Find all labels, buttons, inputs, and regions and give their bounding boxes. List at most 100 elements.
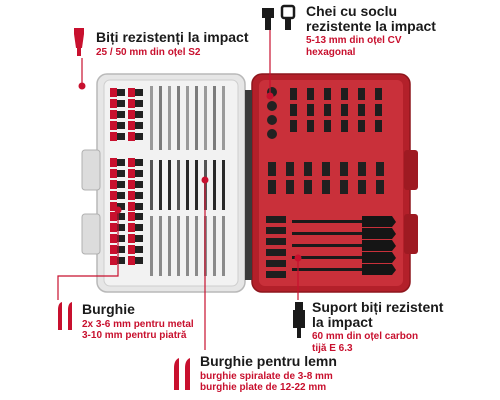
case-left-half — [81, 73, 246, 293]
impact-bits-left — [110, 88, 143, 265]
drill-rod-lower — [195, 216, 198, 276]
bit-black — [307, 120, 314, 132]
bit-shank — [117, 170, 125, 177]
bit-black — [324, 120, 331, 132]
callout-wood-drills: Burghie pentru lemn burghie spiralate de… — [200, 354, 337, 394]
bit-shank — [135, 224, 143, 231]
bit-lower — [266, 216, 286, 223]
bit-shank — [117, 111, 125, 118]
drill-rod-lower — [150, 216, 153, 276]
callout-socket-keys: Chei cu soclu rezistente la impact 5-13 … — [306, 4, 436, 58]
wood-drill-rod — [186, 160, 189, 210]
flat-drill-blade — [362, 228, 396, 239]
bit-shank — [135, 235, 143, 242]
bit-shank — [135, 246, 143, 253]
bit-collar — [110, 110, 117, 119]
socket-icon — [260, 4, 300, 39]
bit-black — [307, 104, 314, 116]
bit-shank — [117, 192, 125, 199]
bit-shank — [117, 257, 125, 264]
socket — [267, 129, 277, 139]
bit-mid — [268, 162, 276, 176]
bit-collar — [110, 169, 117, 178]
bit-collar — [128, 212, 135, 221]
bit-collar — [110, 202, 117, 211]
drill-rod-lower — [222, 216, 225, 276]
bit-collar — [128, 158, 135, 167]
bit-collar — [110, 132, 117, 141]
bit-lower — [266, 227, 286, 234]
bit-mid — [304, 162, 312, 176]
bit-shank — [117, 133, 125, 140]
bit-collar — [128, 234, 135, 243]
impact-bits-title: Biți rezistenți la impact — [96, 29, 249, 45]
wood-drills-spec-1: burghie spiralate de 3-8 mm — [200, 370, 333, 382]
bit-shank — [117, 122, 125, 129]
wood-drill-rod — [168, 160, 171, 210]
drill-rod — [204, 86, 207, 150]
bit-black — [375, 104, 382, 116]
bit-black — [307, 88, 314, 100]
leader-lines — [57, 28, 299, 350]
bit-black — [341, 120, 348, 132]
bit-black — [341, 88, 348, 100]
flat-drill-shank — [292, 268, 362, 271]
socket — [267, 101, 277, 111]
bit-holder-spec-1: 60 mm din oțel carbon — [312, 331, 419, 343]
drill-rod — [213, 86, 216, 150]
bit-shank — [117, 246, 125, 253]
bit-lower — [266, 271, 286, 278]
bit-shank — [135, 159, 143, 166]
bit-shank — [117, 159, 125, 166]
bit-collar — [110, 191, 117, 200]
flat-drill-blade — [362, 264, 396, 275]
wood-drill-rod — [177, 160, 180, 210]
flat-drill-blade — [362, 252, 396, 263]
bit-collar — [110, 212, 117, 221]
bit-collar — [128, 110, 135, 119]
bit-mid — [340, 180, 348, 194]
flat-drill-shank — [292, 220, 362, 223]
bit-collar — [128, 191, 135, 200]
leader-dots — [78, 82, 302, 262]
drill-rod — [177, 86, 180, 150]
bit-mid — [358, 162, 366, 176]
bit-collar — [128, 169, 135, 178]
bit-shank — [135, 133, 143, 140]
bit-shank — [135, 203, 143, 210]
bit-collar — [128, 256, 135, 265]
bit-mid — [286, 162, 294, 176]
bit-collar — [110, 99, 117, 108]
wood-drill-rod — [213, 160, 216, 210]
bit-mid — [286, 180, 294, 194]
bit-shank — [117, 203, 125, 210]
drill-rod-lower — [159, 216, 162, 276]
bit-black — [324, 88, 331, 100]
wood-drills-title: Burghie pentru lemn — [200, 353, 337, 369]
flat-drill-blade — [362, 240, 396, 251]
bit-mid — [376, 180, 384, 194]
drills-title: Burghie — [82, 301, 135, 317]
drill-rod-lower — [168, 216, 171, 276]
bit-black — [341, 104, 348, 116]
flat-drill-shank — [292, 232, 362, 235]
drill-rod — [168, 86, 171, 150]
bit-mid — [304, 180, 312, 194]
socket-keys-title-1: Chei cu soclu — [306, 3, 398, 19]
bit-collar — [128, 99, 135, 108]
bit-lower — [266, 249, 286, 256]
bit-shank — [135, 192, 143, 199]
bit-mid — [322, 180, 330, 194]
callout-bit-holder: Suport biți rezistent la impact 60 mm di… — [312, 300, 443, 354]
wood-drill-rod — [159, 160, 162, 210]
drills-spec-1: 2x 3-6 mm pentru metal — [82, 318, 194, 330]
bit-shank — [135, 122, 143, 129]
bit-shank — [135, 181, 143, 188]
bit-black — [290, 88, 297, 100]
bit-collar — [110, 158, 117, 167]
drill-rod-lower — [177, 216, 180, 276]
bit-black — [290, 104, 297, 116]
bit-collar — [110, 245, 117, 254]
wood-drill-icon — [168, 356, 196, 397]
